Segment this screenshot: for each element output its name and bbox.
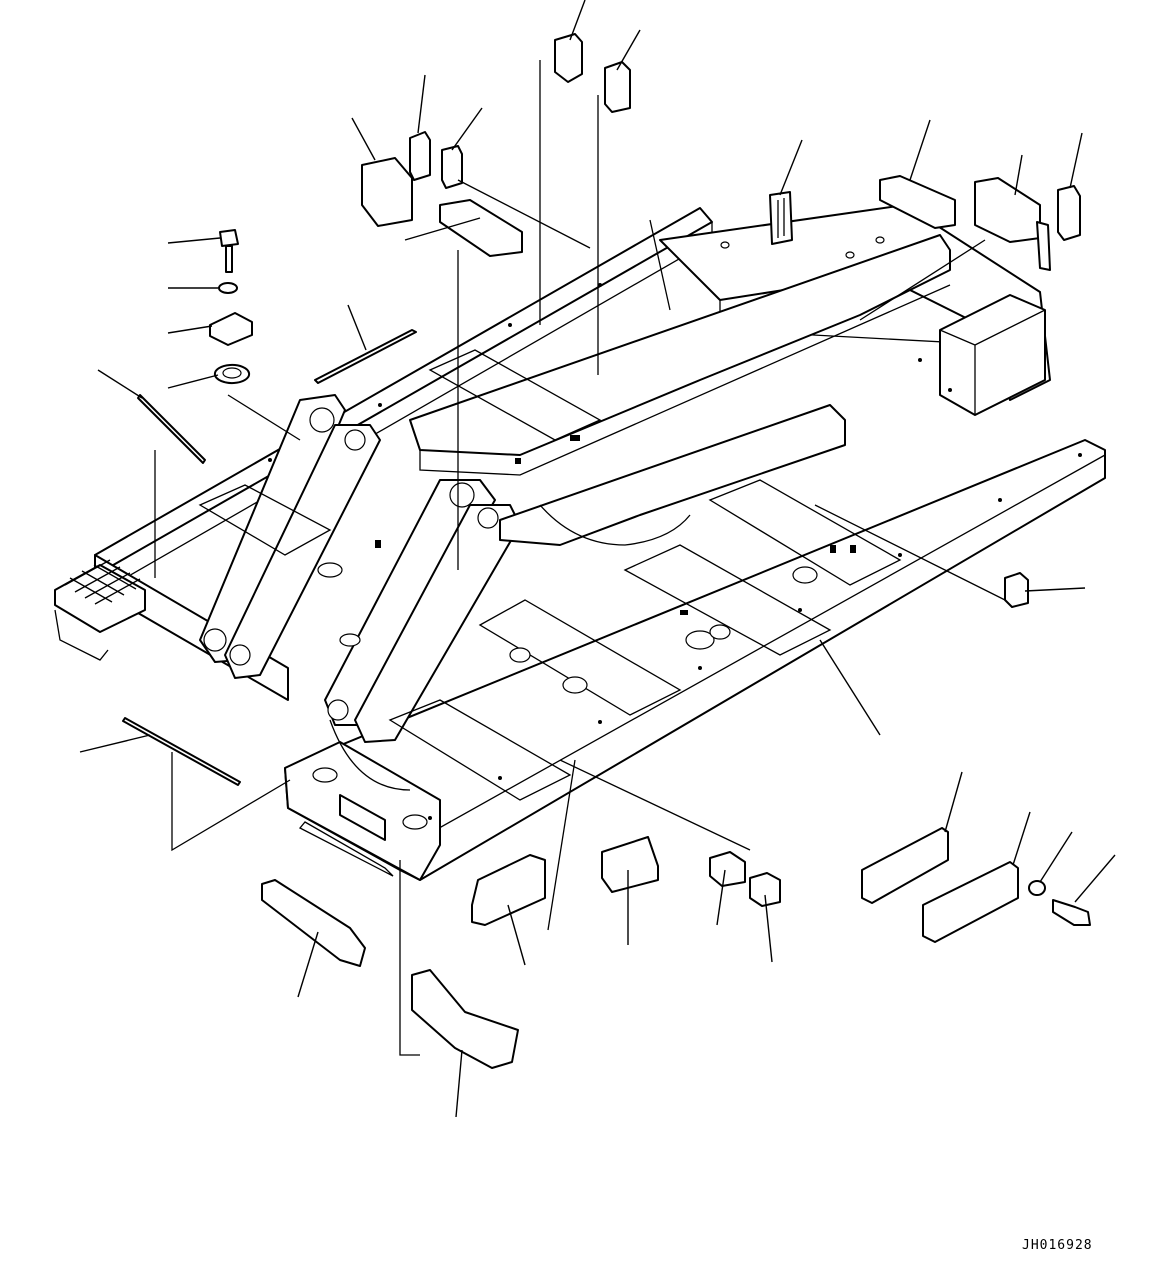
drawing-reference-code: JH016928 bbox=[1022, 1238, 1093, 1253]
main-frame bbox=[54, 204, 1106, 881]
leader-lines bbox=[79, 0, 1116, 1118]
exploded-parts bbox=[122, 33, 1091, 1069]
